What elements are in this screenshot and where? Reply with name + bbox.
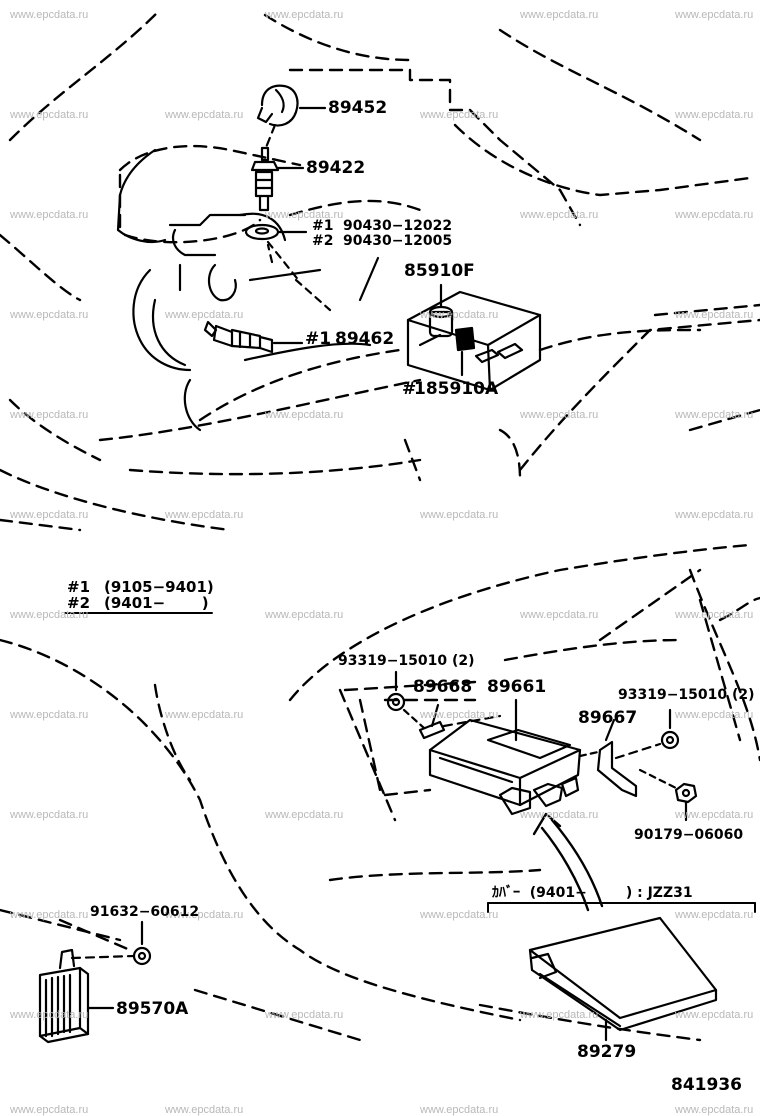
- vehicle-body-outline-bottom: [0, 543, 760, 1042]
- watermark-text: www.epcdata.ru: [10, 1009, 89, 1021]
- watermark-text: www.epcdata.ru: [10, 809, 89, 821]
- relay-box-drawing: [358, 256, 542, 392]
- watermark-text: www.epcdata.ru: [10, 309, 89, 321]
- watermark-text: www.epcdata.ru: [420, 309, 499, 321]
- legend-range-2: (9401− ): [104, 594, 209, 612]
- cover-note-rule: [487, 902, 756, 913]
- label-91632-60612: 91632−60612: [90, 904, 200, 920]
- watermark-text: www.epcdata.ru: [265, 809, 344, 821]
- part-90430-gasket-drawing: [244, 223, 332, 312]
- diagram-number: 841936: [671, 1075, 742, 1095]
- mark-star-185910a: #: [402, 379, 417, 399]
- ecu-89661-drawing: [428, 698, 582, 816]
- nut-91632-drawing: [132, 920, 152, 966]
- label-90430-12022: 90430−12022: [343, 218, 453, 234]
- part-89422-drawing: [250, 146, 305, 212]
- watermark-text: www.epcdata.ru: [265, 9, 344, 21]
- watermark-text: www.epcdata.ru: [10, 409, 89, 421]
- watermark-text: www.epcdata.ru: [165, 709, 244, 721]
- watermark-text: www.epcdata.ru: [675, 509, 754, 521]
- watermark-text: www.epcdata.ru: [265, 1009, 344, 1021]
- label-89452: 89452: [328, 98, 388, 118]
- label-89661: 89661: [487, 677, 547, 697]
- watermark-text: www.epcdata.ru: [675, 209, 754, 221]
- label-89462: 89462: [335, 329, 395, 349]
- watermark-text: www.epcdata.ru: [165, 1104, 244, 1116]
- label-93319-left: 93319−15010 (2): [338, 653, 475, 669]
- watermark-text: www.epcdata.ru: [675, 309, 754, 321]
- watermark-text: www.epcdata.ru: [165, 309, 244, 321]
- watermark-text: www.epcdata.ru: [420, 709, 499, 721]
- watermark-text: www.epcdata.ru: [675, 109, 754, 121]
- bracket-89668-drawing: [418, 703, 502, 740]
- part-89462-drawing: [203, 320, 304, 354]
- watermark-text: www.epcdata.ru: [520, 9, 599, 21]
- watermark-text: www.epcdata.ru: [675, 9, 754, 21]
- watermark-text: www.epcdata.ru: [675, 809, 754, 821]
- label-185910a: 185910A: [414, 379, 499, 399]
- watermark-text: www.epcdata.ru: [420, 909, 499, 921]
- watermark-text: www.epcdata.ru: [10, 209, 89, 221]
- nut-93319-left-drawing: [386, 670, 426, 730]
- watermark-text: www.epcdata.ru: [675, 609, 754, 621]
- mark-1-89462: #1: [305, 329, 332, 349]
- part-89452-drawing: [256, 84, 327, 152]
- watermark-text: www.epcdata.ru: [675, 709, 754, 721]
- mark-2-90430: #2: [312, 233, 334, 249]
- watermark-text: www.epcdata.ru: [520, 209, 599, 221]
- nut-93319-right-drawing: [660, 708, 680, 750]
- label-90179-06060: 90179−06060: [634, 827, 744, 843]
- legend-mark-2: #2: [67, 594, 91, 612]
- label-89668: 89668: [413, 677, 473, 697]
- label-93319-right: 93319−15010 (2): [618, 687, 755, 703]
- watermark-text: www.epcdata.ru: [675, 409, 754, 421]
- label-90430-12005: 90430−12005: [343, 233, 453, 249]
- watermark-text: www.epcdata.ru: [520, 409, 599, 421]
- watermark-text: www.epcdata.ru: [10, 9, 89, 21]
- watermark-text: www.epcdata.ru: [10, 609, 89, 621]
- label-89667: 89667: [578, 708, 638, 728]
- watermark-text: www.epcdata.ru: [10, 1104, 89, 1116]
- watermark-text: www.epcdata.ru: [10, 709, 89, 721]
- watermark-text: www.epcdata.ru: [675, 1009, 754, 1021]
- label-89570a: 89570A: [116, 999, 189, 1019]
- label-89422: 89422: [306, 158, 366, 178]
- watermark-text: www.epcdata.ru: [165, 509, 244, 521]
- engine-outline: [116, 148, 372, 432]
- cover-note: ｶﾊﾞｰ (9401− ) : JZZ31: [492, 885, 693, 901]
- watermark-text: www.epcdata.ru: [165, 909, 244, 921]
- watermark-text: www.epcdata.ru: [520, 1009, 599, 1021]
- cover-89279-drawing: [528, 916, 718, 1042]
- bracket-89667-drawing: [578, 718, 662, 798]
- mark-1-90430: #1: [312, 218, 334, 234]
- watermark-text: www.epcdata.ru: [10, 509, 89, 521]
- label-89279: 89279: [577, 1042, 637, 1062]
- watermark-text: www.epcdata.ru: [10, 109, 89, 121]
- cover-arrow: [532, 812, 604, 912]
- label-85910f: 85910F: [404, 261, 475, 281]
- watermark-text: www.epcdata.ru: [675, 1104, 754, 1116]
- watermark-text: www.epcdata.ru: [420, 1104, 499, 1116]
- watermark-text: www.epcdata.ru: [265, 409, 344, 421]
- vehicle-body-outline-top: [0, 8, 760, 532]
- nut-90179-drawing: [638, 768, 698, 822]
- watermark-text: www.epcdata.ru: [520, 609, 599, 621]
- legend-mark-1: #1: [67, 578, 91, 596]
- watermark-text: www.epcdata.ru: [265, 209, 344, 221]
- legend-range-1: (9105−9401): [104, 578, 214, 596]
- watermark-text: www.epcdata.ru: [10, 909, 89, 921]
- watermark-text: www.epcdata.ru: [420, 509, 499, 521]
- watermark-text: www.epcdata.ru: [520, 809, 599, 821]
- watermark-text: www.epcdata.ru: [675, 909, 754, 921]
- watermark-text: www.epcdata.ru: [420, 109, 499, 121]
- watermark-text: www.epcdata.ru: [265, 609, 344, 621]
- watermark-text: www.epcdata.ru: [165, 109, 244, 121]
- module-89570a-drawing: [38, 948, 136, 1044]
